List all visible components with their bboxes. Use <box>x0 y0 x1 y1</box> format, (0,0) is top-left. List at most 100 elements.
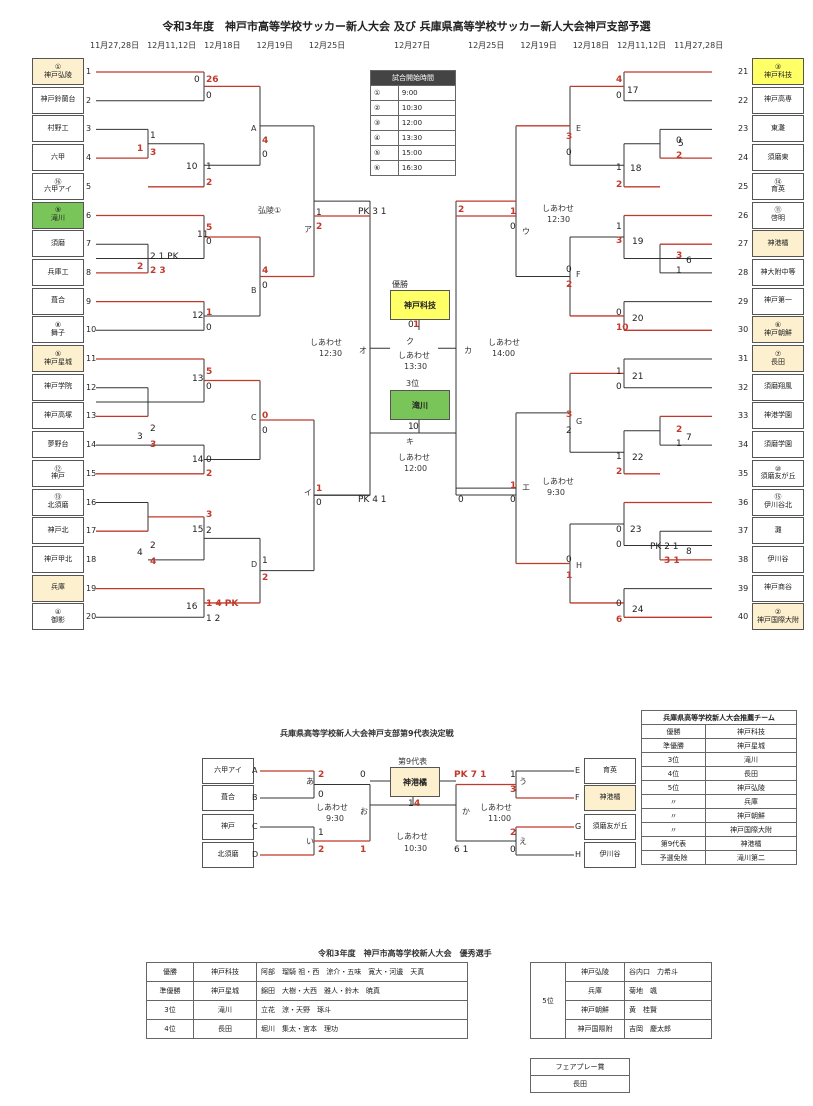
score: 4 <box>262 266 269 276</box>
score: 2 <box>150 424 156 434</box>
score: 14 <box>192 455 204 465</box>
rec-rank: 〃 <box>641 822 706 837</box>
score: 1 <box>206 308 213 318</box>
score: 13 <box>192 374 204 384</box>
team-left: 兵庫 <box>32 574 84 602</box>
score: 6 1 <box>454 845 469 855</box>
score: 5 <box>678 139 684 149</box>
round-label: H <box>576 561 583 570</box>
score: 2 <box>137 262 144 272</box>
score: 2 <box>150 541 156 551</box>
score: 6 <box>686 256 692 266</box>
score: 1 <box>616 452 622 462</box>
score: 0 <box>262 411 269 421</box>
sub-team-left: 北須磨 <box>202 842 254 868</box>
round-label: F <box>576 270 581 279</box>
sub-center-label: 第9代表 <box>398 757 428 766</box>
time-slot: ① <box>370 85 399 101</box>
score: 10 <box>186 162 198 172</box>
team-right: 伊川谷 <box>752 545 804 573</box>
team-number: 22 <box>738 95 749 105</box>
sub-center-box: 神港橘 <box>390 767 440 797</box>
score: 22 <box>632 453 644 463</box>
score: 2 <box>206 469 213 479</box>
round-label: B <box>251 286 257 295</box>
score: 1 <box>676 266 682 276</box>
team-right: ③ 神戸科技 <box>752 58 804 85</box>
score: 0 <box>616 308 622 318</box>
score: 1 <box>413 320 420 330</box>
score: 0 <box>206 323 212 333</box>
team-number: 31 <box>738 354 749 363</box>
score: 2 <box>616 467 623 477</box>
score: 0 <box>206 382 212 392</box>
score: 7 <box>686 433 692 443</box>
score: 1 2 <box>206 614 221 624</box>
score: 0 <box>262 150 268 160</box>
sub-team-letter: H <box>575 850 582 859</box>
best-title: 令和3年度 神戸市高等学校新人大会 優秀選手 <box>318 949 492 958</box>
round-label: E <box>576 124 582 133</box>
team-left: 六甲 <box>32 144 84 172</box>
score: 26 <box>206 75 219 85</box>
team-right: 神港橘 <box>752 230 804 258</box>
team-right: 神戸商谷 <box>752 574 804 602</box>
rec-rank: 予選免除 <box>641 850 706 865</box>
time-value: 9:00 <box>397 85 457 101</box>
time-value: 12:00 <box>397 115 457 131</box>
score: 2 <box>510 828 517 838</box>
score: 20 <box>632 314 644 324</box>
best-team: 滝川 <box>193 1000 257 1020</box>
sub-team-letter: A <box>252 766 258 775</box>
team-number: 19 <box>86 583 97 593</box>
sub-team-right: 伊川谷 <box>584 842 636 868</box>
score: 11 <box>197 230 209 240</box>
team-number: 20 <box>86 612 97 622</box>
score: 2 1 PK <box>150 252 179 262</box>
score: 0 <box>510 222 516 232</box>
score: 10 <box>616 323 629 333</box>
team-number: 24 <box>738 153 749 163</box>
sub-team-letter: B <box>252 793 258 802</box>
round-label: ア <box>304 225 312 234</box>
score: 3 1 <box>664 556 680 566</box>
best-players: 立花 涼・天野 琢斗 <box>256 1000 468 1020</box>
score: 1 <box>616 222 622 232</box>
time-slot: ④ <box>370 130 399 146</box>
sub-team-letter: G <box>575 822 582 831</box>
sub-round-label: い <box>306 837 314 846</box>
score: 2 <box>206 526 212 536</box>
team-number: 15 <box>86 468 97 478</box>
team-number: 12 <box>86 382 97 392</box>
team-number: 30 <box>738 325 749 335</box>
sub-venue-label: しあわせ <box>316 803 348 812</box>
score: 1 <box>262 556 268 566</box>
best-rank: 準優勝 <box>146 981 194 1001</box>
score: 0 <box>616 540 622 550</box>
score: 1 <box>137 144 144 154</box>
score: 1 <box>360 845 367 855</box>
dates-right: 12月25日 12月19日 12月18日 12月11,12日 11月27,28日 <box>468 41 724 50</box>
sub-round-label: あ <box>306 777 314 786</box>
score: 2 <box>566 280 573 290</box>
score: 1 <box>510 207 517 217</box>
fairplay-table: フェアプレー賞 長田 <box>530 1058 630 1093</box>
sub-round-label: え <box>519 837 527 846</box>
team-number: 26 <box>738 210 749 220</box>
round-label: エ <box>522 483 530 492</box>
sub-venue-label: しあわせ <box>396 832 428 841</box>
round-label: 12:30 <box>547 215 571 224</box>
fairplay-team: 長田 <box>530 1075 630 1093</box>
page-title: 令和3年度 神戸市高等学校サッカー新人大会 及び 兵庫県高等学校サッカー新人大会… <box>162 20 651 33</box>
team-right: 須磨学園 <box>752 431 804 459</box>
team-number: 32 <box>738 382 749 392</box>
rec-rank: 優勝 <box>641 724 706 739</box>
score: PK 2 1 <box>650 542 679 552</box>
round-label: G <box>576 417 583 426</box>
rec-team: 神戸弘陵 <box>704 780 798 795</box>
rec-team: 神港橘 <box>704 836 798 851</box>
score: 2 <box>676 425 683 435</box>
best5-rank: 5位 <box>530 962 566 1039</box>
team-right: ⑥ 神戸朝鮮 <box>752 316 804 344</box>
